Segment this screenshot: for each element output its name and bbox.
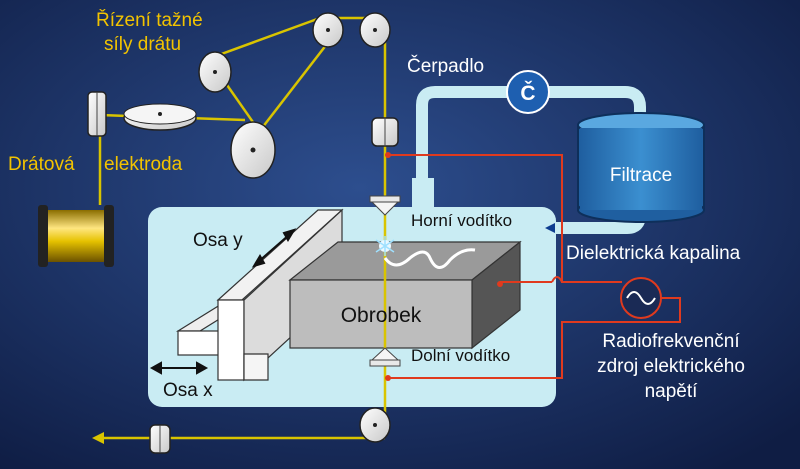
contact-lower: [385, 375, 391, 381]
label-wire-tension-1: Řízení tažné: [96, 9, 203, 31]
pulley-top-right: [359, 12, 391, 48]
pulley-bottom: [359, 407, 391, 443]
label-generator-2: zdroj elektrického: [597, 356, 745, 377]
axis-y-arrow: [251, 228, 297, 268]
contact-workpiece: [497, 281, 503, 287]
axis-x-arrow: [149, 361, 209, 375]
label-workpiece: Obrobek: [341, 304, 422, 327]
electrical-circuit: [388, 154, 681, 379]
contact-upper: [385, 152, 391, 158]
rf-generator: [620, 277, 662, 319]
label-axis-x: Osa x: [163, 380, 213, 401]
cut-path: [383, 248, 476, 269]
label-filtration: Filtrace: [610, 165, 672, 186]
workpiece: [288, 240, 522, 350]
pipe-connector: [412, 178, 434, 210]
label-generator-1: Radiofrekvenční: [602, 331, 740, 352]
pulley-tension-small: [198, 51, 232, 93]
wire-spool: [38, 205, 114, 267]
filtration-tank: [577, 112, 705, 223]
label-lower-guide: Dolní vodítko: [411, 346, 510, 365]
lower-guide: [369, 347, 401, 367]
label-pump: Čerpadlo: [407, 55, 484, 77]
pulley-brake-disc: [123, 103, 197, 131]
exit-roller: [149, 424, 171, 454]
pulley-top-left: [312, 12, 344, 48]
pump-symbol: Č: [520, 81, 535, 105]
spark-rays-icon: [375, 236, 395, 256]
pulley-tension-large: [230, 121, 276, 179]
guide-roller-upper: [371, 117, 399, 147]
label-upper-guide: Horní vodítko: [411, 211, 512, 230]
label-wire-electrode-1: Drátová: [8, 154, 75, 175]
label-wire-electrode-2: elektroda: [104, 154, 183, 175]
flow-arrow-icon: [545, 223, 555, 233]
label-dielectric: Dielektrická kapalina: [566, 243, 741, 264]
wire-exit-arrow: [92, 432, 104, 444]
label-wire-tension-2: síly drátu: [104, 34, 181, 55]
label-generator-3: napětí: [645, 381, 699, 402]
upper-guide: [369, 195, 401, 216]
label-axis-y: Osa y: [193, 230, 243, 251]
guide-roller-left: [87, 91, 107, 137]
pump: [506, 70, 550, 114]
